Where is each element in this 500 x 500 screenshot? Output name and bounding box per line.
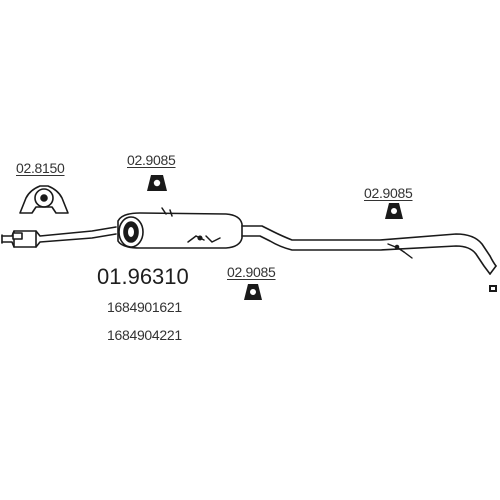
hanger-part-number-top: 02.9085	[127, 152, 176, 168]
rubber-hanger-icon-right	[385, 203, 403, 219]
muffler-body	[117, 212, 243, 249]
oem-number-1: 1684901621	[107, 299, 182, 315]
oem-number-2: 1684904221	[107, 327, 182, 343]
clamp-part-number: 02.8150	[16, 160, 65, 176]
main-part-number: 01.96310	[97, 264, 189, 289]
hanger-part-number-bottom: 02.9085	[227, 264, 276, 280]
clamp-icon	[19, 185, 69, 214]
rubber-hanger-icon-bottom	[244, 284, 262, 300]
hanger-part-number-right: 02.9085	[364, 185, 413, 201]
rubber-hanger-icon-top	[147, 175, 167, 191]
pipe-bracket	[387, 243, 413, 259]
inlet-pipe	[1, 226, 117, 248]
muffler-bracket	[161, 207, 221, 243]
outlet-pipe	[241, 225, 497, 275]
tailpipe-end	[489, 285, 497, 292]
